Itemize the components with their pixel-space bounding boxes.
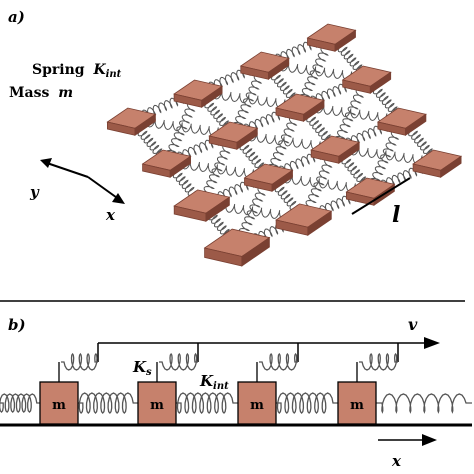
panel-b-label: b) bbox=[8, 316, 26, 334]
mass-label: Mass m bbox=[9, 85, 73, 101]
lattice-mass bbox=[173, 189, 231, 223]
kint-spring bbox=[0, 393, 40, 413]
lattice-mass bbox=[173, 79, 224, 109]
x-axis-arrow bbox=[87, 176, 121, 201]
lattice-mass bbox=[275, 203, 333, 237]
chain-mass: m bbox=[39, 381, 79, 425]
lattice-mass bbox=[239, 51, 290, 81]
x-direction-arrowhead bbox=[422, 434, 437, 446]
spring-label: Spring Kint bbox=[32, 62, 122, 80]
lattice-mass bbox=[243, 163, 294, 193]
lattice-masses bbox=[106, 23, 463, 267]
kint-label: Kint bbox=[199, 372, 229, 392]
ks-spring bbox=[58, 343, 99, 382]
lattice-mass bbox=[345, 177, 396, 207]
ks-spring bbox=[156, 343, 199, 382]
lattice-mass bbox=[275, 93, 325, 123]
ks-label: Ks bbox=[132, 358, 152, 378]
kint-spring bbox=[276, 392, 338, 415]
ks-spring bbox=[256, 343, 299, 382]
chain-mass-label: m bbox=[350, 398, 364, 413]
lattice-mass bbox=[310, 135, 361, 165]
length-indicator bbox=[351, 177, 411, 215]
lattice-mass bbox=[203, 228, 271, 267]
chain-mass: m bbox=[137, 381, 177, 425]
kint-spring bbox=[376, 393, 472, 414]
lattice-mass bbox=[412, 149, 463, 179]
ks-coil bbox=[359, 352, 398, 371]
axis-x-label: x bbox=[105, 206, 116, 224]
chain-mass: m bbox=[237, 381, 277, 425]
velocity-label: v bbox=[408, 315, 418, 334]
lattice-mass bbox=[141, 149, 192, 179]
length-label: l bbox=[392, 202, 400, 228]
lattice-mass bbox=[341, 65, 392, 95]
ks-coil bbox=[259, 352, 298, 371]
ks-coil bbox=[61, 352, 98, 371]
ks-spring bbox=[356, 343, 399, 382]
lattice-mass bbox=[376, 107, 427, 137]
chain-mass: m bbox=[337, 381, 377, 425]
panel-a-label: a) bbox=[8, 8, 25, 26]
x-label: x bbox=[391, 452, 402, 470]
chain-mass-label: m bbox=[52, 398, 66, 413]
lattice-mass bbox=[208, 121, 259, 151]
ks-coil bbox=[159, 352, 198, 371]
kint-spring bbox=[78, 392, 138, 415]
kint-spring bbox=[176, 392, 238, 415]
lattice-mass bbox=[306, 23, 357, 53]
velocity-arrowhead bbox=[424, 337, 440, 349]
axis-y-label: y bbox=[29, 183, 40, 201]
axis-arrows bbox=[40, 158, 125, 204]
panel-a-lattice bbox=[106, 23, 463, 267]
chain-mass-label: m bbox=[250, 398, 264, 413]
lattice-mass bbox=[106, 107, 157, 137]
chain-springs bbox=[0, 343, 472, 415]
y-axis-arrow bbox=[43, 161, 89, 178]
chain-mass-label: m bbox=[150, 398, 164, 413]
